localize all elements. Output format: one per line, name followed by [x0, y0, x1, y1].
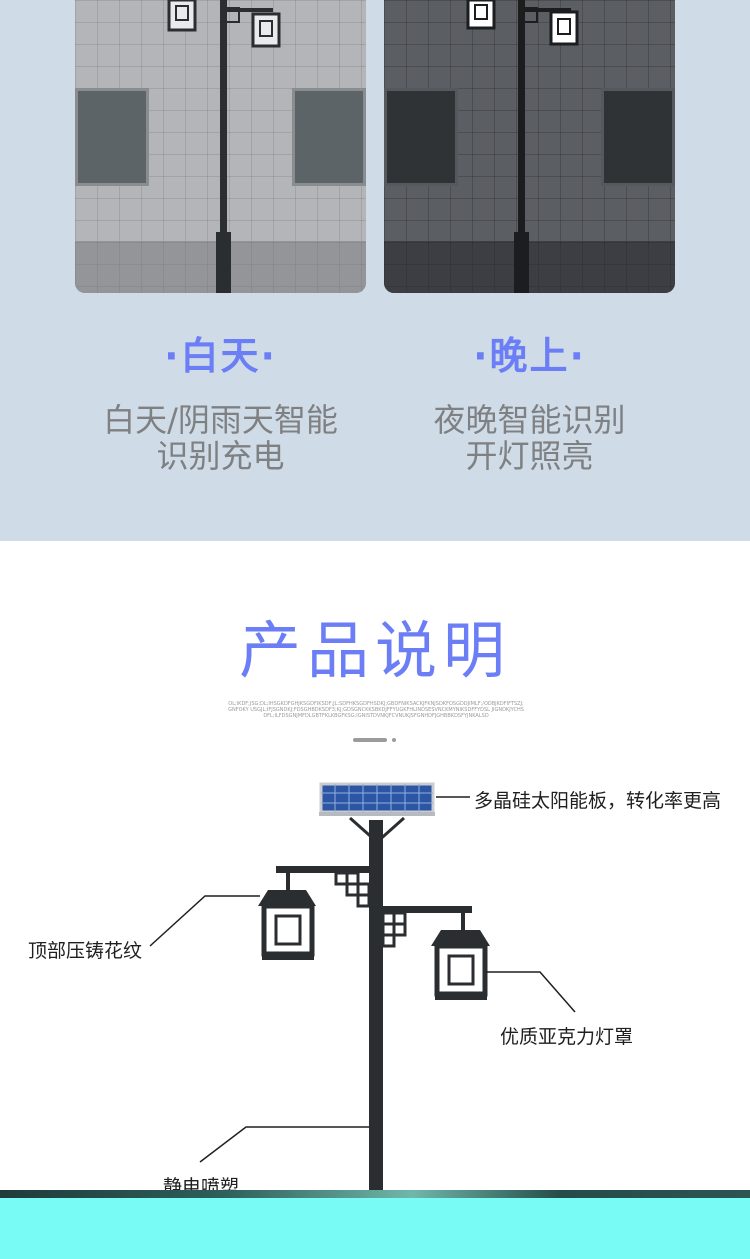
window	[75, 88, 149, 186]
product-diagram	[149, 782, 576, 1190]
indicator-active	[353, 738, 387, 742]
lantern-icon	[258, 890, 316, 960]
lantern-icon	[431, 930, 490, 1000]
right-arm	[380, 906, 472, 948]
solar-panel-icon	[319, 782, 435, 816]
callout-top-pattern: 顶部压铸花纹	[28, 940, 143, 962]
image-strip	[0, 1190, 750, 1198]
left-arm	[276, 866, 372, 908]
carousel-indicator	[353, 737, 403, 743]
callout-solar-panel: 多晶硅太阳能板，转化率更高	[474, 790, 722, 812]
callout-lamp-shade: 优质亚克力灯罩	[500, 1026, 634, 1048]
night-desc-line1: 夜晚智能识别	[433, 401, 626, 439]
window	[384, 88, 458, 186]
night-desc-line2: 开灯照亮	[465, 437, 594, 475]
section-subtitle-fineprint: OL;IKDF;JSG;DL;IHSGKDFGHJKSGDFIKSDF;JL;S…	[228, 701, 524, 719]
window	[601, 88, 675, 186]
night-photo	[384, 0, 675, 293]
night-title: ·晚上·	[473, 334, 586, 378]
day-title: ·白天·	[164, 334, 277, 378]
bottom-band	[0, 1198, 750, 1259]
day-description: 白天/阴雨天智能 识别充电	[75, 402, 366, 474]
day-photo	[75, 0, 366, 293]
indicator-dot	[392, 738, 396, 742]
ground	[384, 241, 675, 293]
lamp-pole	[369, 820, 383, 1190]
section-title: 产品说明	[238, 614, 511, 687]
window	[292, 88, 366, 186]
street-lamp-icon	[167, 0, 281, 293]
day-night-section: ·白天· 白天/阴雨天智能 识别充电 ·晚上· 夜晚智能识别 开灯照亮	[0, 0, 750, 541]
street-lamp-icon	[466, 0, 579, 293]
day-desc-line1: 白天/阴雨天智能	[103, 401, 338, 439]
night-description: 夜晚智能识别 开灯照亮	[384, 402, 675, 474]
day-desc-line2: 识别充电	[156, 437, 285, 475]
